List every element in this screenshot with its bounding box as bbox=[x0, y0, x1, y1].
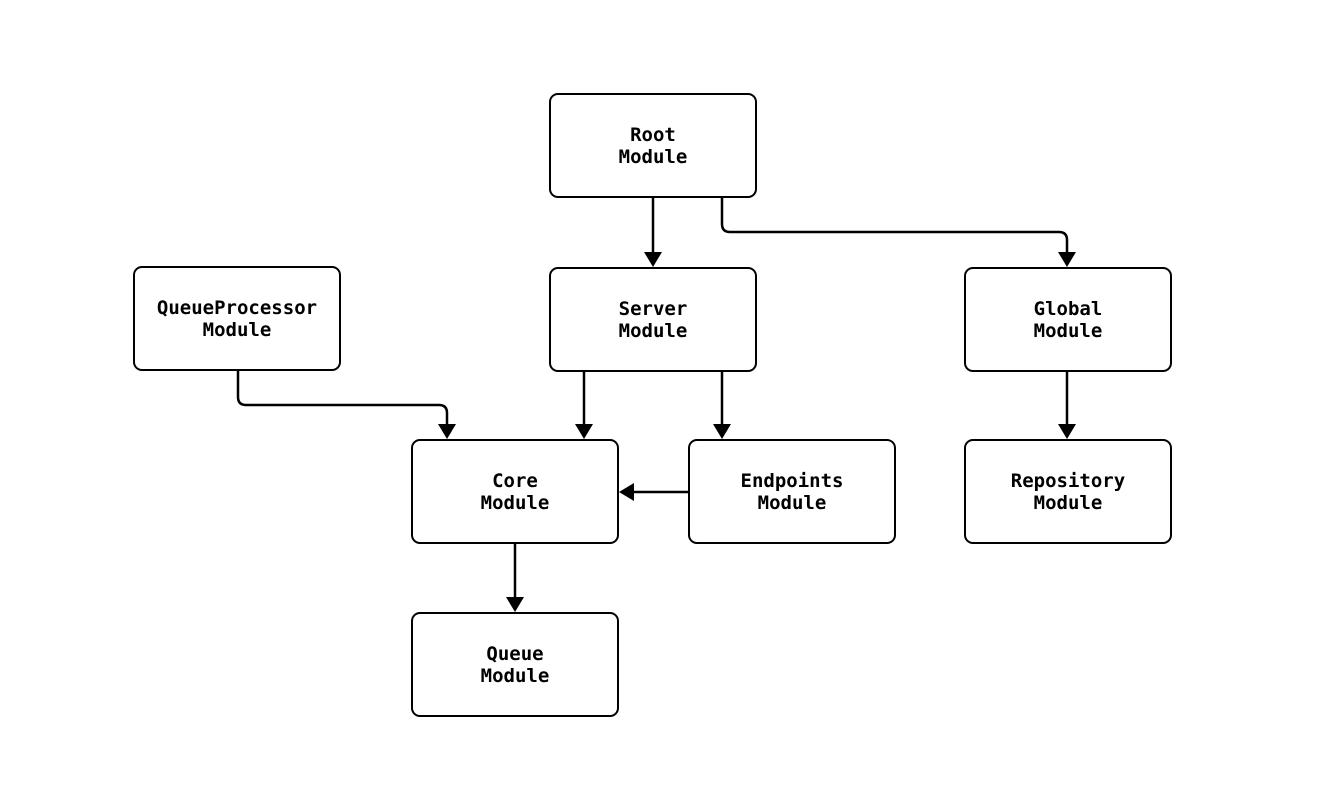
node-queue-module: Queue Module bbox=[411, 612, 619, 717]
node-queueprocessor-module: QueueProcessor Module bbox=[133, 266, 341, 371]
arrowhead-endpoints-to-core bbox=[619, 483, 634, 501]
arrowhead-queueprocessor-to-core bbox=[438, 424, 456, 439]
node-global-module-label-line2: Module bbox=[1033, 319, 1103, 342]
node-core-module-label-line1: Core bbox=[492, 469, 538, 492]
node-core-module: Core Module bbox=[411, 439, 619, 544]
node-queue-module-label-line1: Queue bbox=[486, 642, 544, 665]
node-queueprocessor-module-label-line1: QueueProcessor bbox=[156, 296, 318, 319]
node-repository-module-label-line1: Repository bbox=[1010, 469, 1126, 492]
arrowhead-root-to-global bbox=[1058, 252, 1076, 267]
node-core-module-label-line2: Module bbox=[480, 491, 550, 514]
edge-endpoints-to-core bbox=[619, 483, 688, 501]
arrowhead-server-to-core bbox=[575, 424, 593, 439]
node-queue-module-label-line2: Module bbox=[480, 664, 550, 687]
node-endpoints-module: Endpoints Module bbox=[688, 439, 896, 544]
edge-root-to-global bbox=[720, 197, 1076, 267]
node-global-module: Global Module bbox=[964, 267, 1172, 372]
node-root-module-label-line1: Root bbox=[630, 123, 676, 146]
edge-queueprocessor-to-core bbox=[236, 370, 456, 439]
node-repository-module-label-line2: Module bbox=[1033, 491, 1103, 514]
node-endpoints-module-label-line1: Endpoints bbox=[740, 469, 844, 492]
edge-global-to-repository bbox=[1058, 372, 1076, 439]
arrowhead-core-to-queue bbox=[506, 597, 524, 612]
edge-core-to-queue bbox=[506, 543, 524, 612]
node-server-module-label-line1: Server bbox=[618, 297, 688, 320]
node-server-module-label-line2: Module bbox=[618, 319, 688, 342]
node-endpoints-module-label-line2: Module bbox=[757, 491, 827, 514]
node-queueprocessor-module-label-line2: Module bbox=[202, 318, 272, 341]
node-root-module: Root Module bbox=[549, 93, 757, 198]
node-global-module-label-line1: Global bbox=[1033, 297, 1103, 320]
node-repository-module: Repository Module bbox=[964, 439, 1172, 544]
edge-server-to-endpoints bbox=[713, 372, 731, 439]
arrowhead-global-to-repository bbox=[1058, 424, 1076, 439]
node-server-module: Server Module bbox=[549, 267, 757, 372]
edge-root-to-server bbox=[644, 197, 662, 267]
arrowhead-server-to-endpoints bbox=[713, 424, 731, 439]
node-root-module-label-line2: Module bbox=[618, 145, 688, 168]
arrowhead-root-to-server bbox=[644, 252, 662, 267]
edge-server-to-core bbox=[575, 372, 593, 439]
